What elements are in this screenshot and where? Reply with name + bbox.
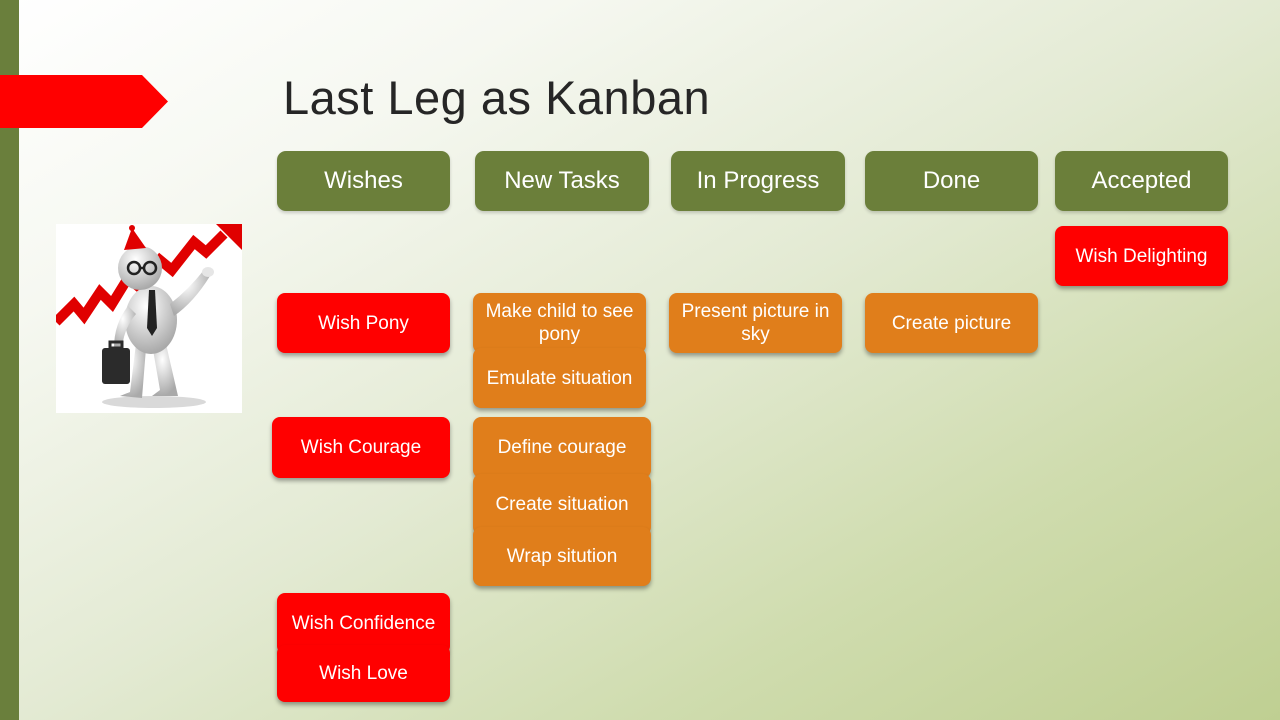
card-make-child-to-see-pony[interactable]: Make child to see pony <box>473 293 646 353</box>
card-create-picture[interactable]: Create picture <box>865 293 1038 353</box>
column-header-wishes: Wishes <box>277 151 450 211</box>
card-wish-pony[interactable]: Wish Pony <box>277 293 450 353</box>
businessman-chart-illustration <box>52 224 242 413</box>
card-create-situation[interactable]: Create situation <box>473 474 651 535</box>
card-wish-love[interactable]: Wish Love <box>277 645 450 702</box>
card-emulate-situation[interactable]: Emulate situation <box>473 348 646 408</box>
card-wish-delighting[interactable]: Wish Delighting <box>1055 226 1228 286</box>
page-title: Last Leg as Kanban <box>283 71 711 124</box>
card-define-courage[interactable]: Define courage <box>473 417 651 478</box>
column-header-done: Done <box>865 151 1038 211</box>
red-arrow-ribbon-icon <box>0 75 168 128</box>
left-accent-bar <box>0 0 19 720</box>
column-header-new-tasks: New Tasks <box>475 151 649 211</box>
businessman-with-rising-chart-icon <box>52 224 242 408</box>
column-header-accepted: Accepted <box>1055 151 1228 211</box>
card-present-picture-in-sky[interactable]: Present picture in sky <box>669 293 842 353</box>
card-wrap-sitution[interactable]: Wrap sitution <box>473 527 651 586</box>
card-wish-confidence[interactable]: Wish Confidence <box>277 593 450 654</box>
card-wish-courage[interactable]: Wish Courage <box>272 417 450 478</box>
column-header-in-progress: In Progress <box>671 151 845 211</box>
